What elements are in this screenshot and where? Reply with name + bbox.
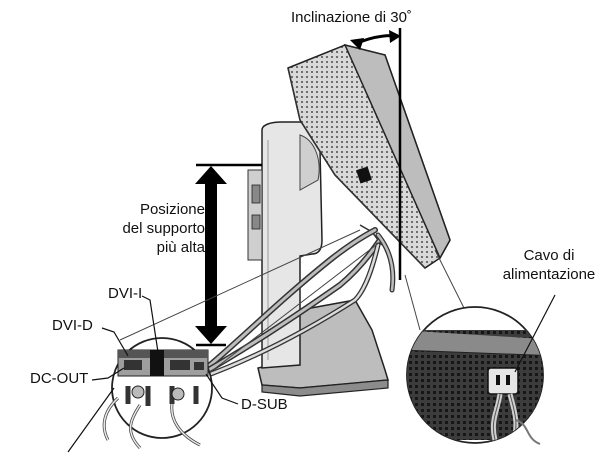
monitor-body xyxy=(287,43,451,269)
tilt-label: Inclinazione di 30˚ xyxy=(291,9,412,26)
tilt-angle-indicator xyxy=(350,28,402,280)
dc-out-label: DC-OUT xyxy=(30,370,89,387)
dvi-d-label: DVI-D xyxy=(52,317,93,334)
power-label-line-1: Cavo di xyxy=(523,247,575,264)
stand-label-line-3: più alta xyxy=(156,239,205,256)
dvi-i-label: DVI-I xyxy=(108,285,143,302)
stand-label-line-2: del supporto xyxy=(122,220,205,237)
power-leader xyxy=(514,294,556,373)
power-label-line-2: alimentazione xyxy=(502,266,596,283)
power-detail-circle xyxy=(406,306,544,445)
connector-leaders xyxy=(67,295,239,453)
height-arrow xyxy=(195,163,262,347)
stand-position-label: Posizione del supporto più alta xyxy=(93,200,205,257)
connector-detail-circle xyxy=(102,337,213,450)
d-sub-label: D-SUB xyxy=(241,396,288,413)
stand-label-line-1: Posizione xyxy=(139,201,205,218)
power-cable-label: Cavo di alimentazione xyxy=(494,246,604,284)
cables xyxy=(197,227,396,381)
